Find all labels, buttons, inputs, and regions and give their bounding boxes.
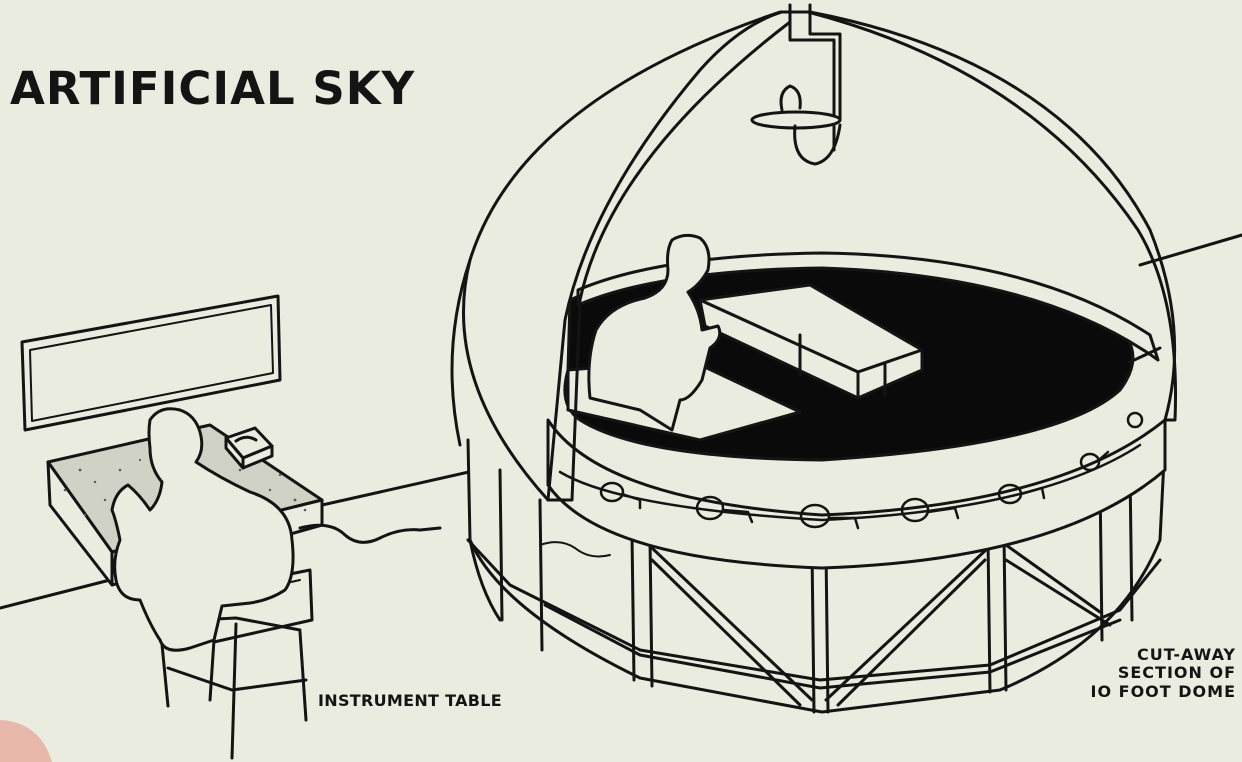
instrument-table-label: INSTRUMENT TABLE <box>318 691 502 710</box>
wall-window <box>20 294 282 432</box>
operator-figure <box>110 407 295 652</box>
inner-workbench <box>698 283 924 400</box>
dome-shell <box>450 10 1177 502</box>
dome-caption: CUT-AWAY SECTION OF IO FOOT DOME <box>1090 645 1236 701</box>
page-title: ARTIFICIAL SKY <box>10 62 416 115</box>
dome-caption-line-3: IO FOOT DOME <box>1090 681 1236 701</box>
dome-caption-line-2: SECTION OF <box>1117 663 1236 683</box>
dome-caption-line-1: CUT-AWAY <box>1137 645 1236 664</box>
paper-corner <box>0 720 52 762</box>
lamp-ring <box>539 411 1167 570</box>
inner-operator-figure <box>587 233 722 432</box>
hanging-lamp <box>750 3 842 166</box>
floor-line <box>0 233 1242 610</box>
